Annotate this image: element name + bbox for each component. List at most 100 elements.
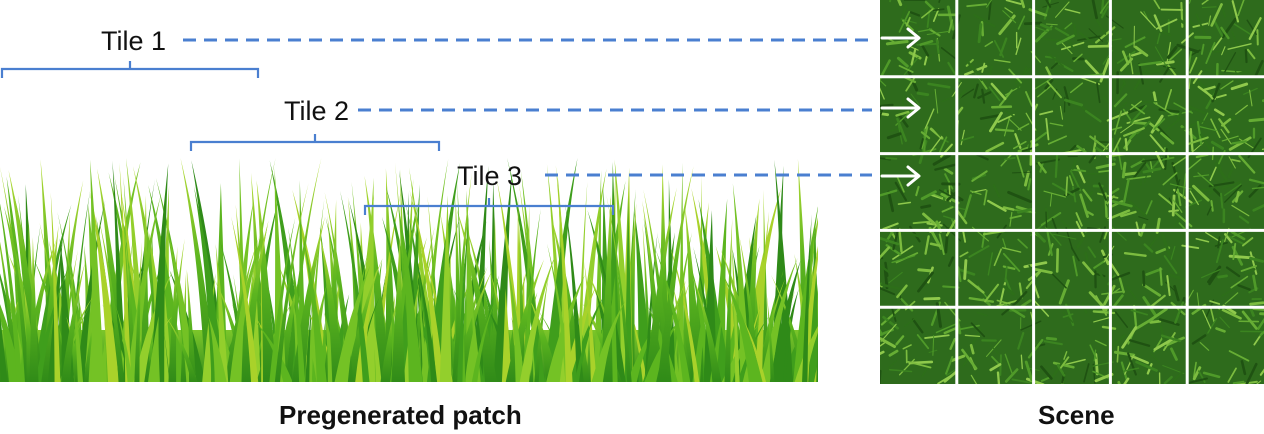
grass-texture-stroke	[1065, 176, 1069, 196]
grass-texture-stroke	[1097, 192, 1119, 199]
grass-texture-stroke	[886, 132, 902, 140]
grass-blade	[724, 277, 763, 382]
grass-texture-stroke	[1061, 42, 1073, 55]
grass-texture-stroke	[1084, 110, 1102, 123]
scene-grid-lines	[880, 0, 1264, 384]
grass-texture-stroke	[880, 282, 883, 285]
grass-texture-stroke	[1227, 166, 1235, 179]
grass-texture-stroke	[1082, 188, 1093, 202]
grass-texture-stroke	[1004, 353, 1013, 374]
grass-texture-stroke	[959, 324, 980, 331]
grass-texture-stroke	[1237, 0, 1245, 16]
grass-texture-stroke	[960, 135, 975, 142]
grass-texture-stroke	[984, 41, 994, 47]
grass-texture-stroke	[1210, 307, 1215, 324]
grass-blade	[766, 292, 775, 382]
grass-texture-stroke	[1163, 375, 1173, 384]
grass-blade	[180, 158, 217, 382]
grass-texture-stroke	[1005, 0, 1022, 5]
grass-blade	[416, 274, 428, 382]
grass-texture-stroke	[880, 350, 885, 356]
grass-texture-stroke	[880, 323, 897, 342]
grass-texture-stroke	[1221, 180, 1243, 190]
grass-texture-stroke	[945, 219, 956, 237]
grass-texture-stroke	[1089, 135, 1108, 150]
grass-texture-stroke	[924, 235, 930, 255]
grass-texture-stroke	[1224, 184, 1243, 203]
grass-texture-stroke	[921, 365, 929, 378]
grass-texture-stroke	[1131, 121, 1148, 125]
grass-texture-stroke	[1248, 178, 1264, 185]
grass-texture-stroke	[1040, 376, 1051, 382]
grass-blade	[340, 190, 370, 382]
grass-blade	[115, 305, 133, 382]
grass-texture-stroke	[1020, 320, 1042, 331]
grass-texture-stroke	[1133, 67, 1148, 91]
grass-texture-stroke	[1027, 338, 1044, 359]
grass-texture-stroke	[880, 157, 891, 161]
grass-blade	[464, 220, 502, 382]
grass-blade	[439, 195, 452, 382]
grass-texture-stroke	[915, 185, 920, 197]
grass-blade	[98, 217, 125, 382]
grass-texture-stroke	[1145, 200, 1153, 215]
grass-texture-stroke	[1173, 285, 1180, 302]
grass-texture-stroke	[1050, 61, 1059, 70]
grass-texture-stroke	[1217, 236, 1221, 249]
grass-blade	[345, 259, 382, 382]
tile-2-arrow	[880, 97, 921, 119]
grass-texture-stroke	[971, 170, 988, 182]
grass-texture-stroke	[1061, 380, 1065, 384]
grass-texture-stroke	[1045, 23, 1058, 26]
grass-texture-stroke	[1201, 0, 1210, 5]
grass-texture-stroke	[1189, 190, 1199, 206]
grass-texture-stroke	[1252, 307, 1264, 311]
grass-texture-stroke	[1123, 251, 1147, 257]
grass-blade	[793, 206, 818, 382]
grass-blade	[591, 300, 626, 382]
grass-texture-stroke	[1230, 275, 1249, 289]
grass-texture-stroke	[1015, 153, 1025, 178]
grass-texture-stroke	[1210, 200, 1214, 212]
grass-texture-stroke	[944, 173, 954, 190]
grass-blade	[724, 218, 733, 382]
grass-texture-stroke	[1233, 23, 1252, 36]
grass-texture-stroke	[1215, 327, 1226, 333]
grass-blade	[165, 315, 198, 382]
grass-texture-stroke	[1249, 256, 1264, 263]
grass-texture-stroke	[988, 86, 1001, 102]
grass-texture-stroke	[1224, 292, 1239, 305]
grass-texture-stroke	[1191, 334, 1207, 345]
grass-blade	[456, 207, 497, 382]
grass-texture-stroke	[1064, 98, 1084, 107]
grass-texture-stroke	[1045, 117, 1050, 141]
grass-texture-stroke	[989, 363, 1002, 372]
grass-texture-stroke	[970, 322, 986, 338]
grass-texture-stroke	[1132, 161, 1147, 180]
grass-texture-stroke	[924, 334, 950, 339]
grass-texture-stroke	[977, 91, 992, 99]
grass-texture-stroke	[896, 117, 908, 142]
scene-grid	[880, 0, 1264, 384]
grass-texture-stroke	[1132, 304, 1138, 327]
grass-texture-stroke	[961, 348, 978, 370]
grass-texture-stroke	[1209, 166, 1217, 181]
grass-texture-stroke	[1133, 317, 1154, 331]
grass-texture-stroke	[1220, 26, 1230, 40]
grass-texture-stroke	[1045, 0, 1052, 8]
grass-texture-stroke	[1121, 326, 1138, 349]
grass-blade	[150, 163, 169, 382]
grass-texture-stroke	[1025, 377, 1045, 384]
grass-texture-stroke	[1156, 33, 1161, 45]
grass-texture-stroke	[934, 163, 957, 171]
grass-texture-stroke	[1125, 104, 1147, 115]
grass-texture-stroke	[1246, 19, 1257, 35]
grass-blade	[208, 316, 227, 382]
grass-texture-stroke	[1162, 364, 1185, 375]
grass-texture-stroke	[1114, 311, 1129, 328]
grass-texture-stroke	[880, 79, 887, 87]
grass-texture-stroke	[1227, 43, 1252, 50]
grass-texture-stroke	[883, 314, 896, 327]
grass-texture-stroke	[927, 135, 943, 155]
